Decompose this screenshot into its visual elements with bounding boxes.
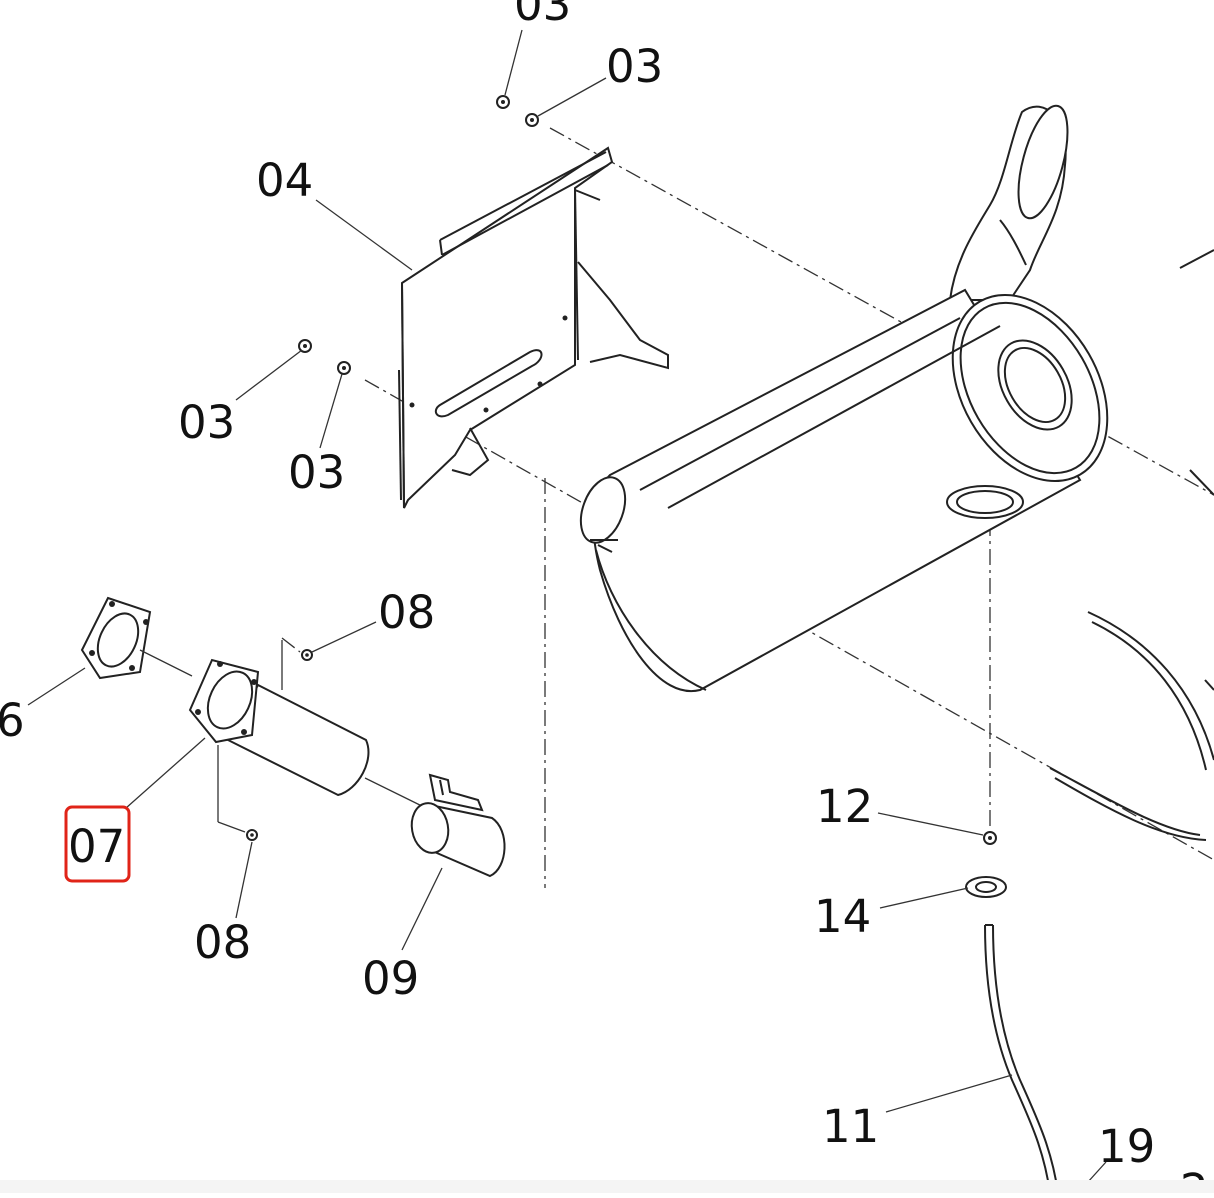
nut-12 (983, 831, 997, 845)
callout-08-top: 08 (378, 586, 435, 639)
callout-06: 6 (0, 694, 25, 747)
callout-03-mid: 03 (288, 446, 345, 499)
callout-03-left: 03 (178, 396, 235, 449)
muffler-assembly (579, 104, 1214, 841)
callout-03-top: 03 (514, 0, 571, 31)
washer-14 (965, 876, 1007, 898)
drain-tube-part-11 (984, 924, 1059, 1194)
clamp-part-09 (410, 773, 506, 878)
callout-11: 11 (822, 1100, 879, 1153)
nut-03-left (298, 339, 312, 353)
callout-07: 07 (68, 820, 125, 873)
fasteners (246, 95, 1007, 898)
callout-04: 04 (256, 154, 313, 207)
flange-pipe-part-07 (188, 640, 431, 833)
nut-08-bottom (246, 829, 258, 841)
callout-08-bottom: 08 (194, 916, 251, 969)
nut-03-mid (337, 361, 351, 375)
callout-12: 12 (816, 780, 873, 833)
nut-03-right (525, 113, 539, 127)
callout-14: 14 (814, 890, 871, 943)
callout-03-right: 03 (606, 40, 663, 93)
leader-lines (27, 29, 1107, 1194)
callout-09: 09 (362, 952, 419, 1005)
callout-19: 19 (1098, 1120, 1155, 1173)
gasket-part-06 (80, 596, 193, 680)
callout-07-highlight-box (64, 805, 131, 883)
heat-shield-part-04 (398, 146, 669, 509)
nut-08-top (301, 649, 313, 661)
nut-03-top (496, 95, 510, 109)
page-bottom-edge (0, 1180, 1214, 1193)
